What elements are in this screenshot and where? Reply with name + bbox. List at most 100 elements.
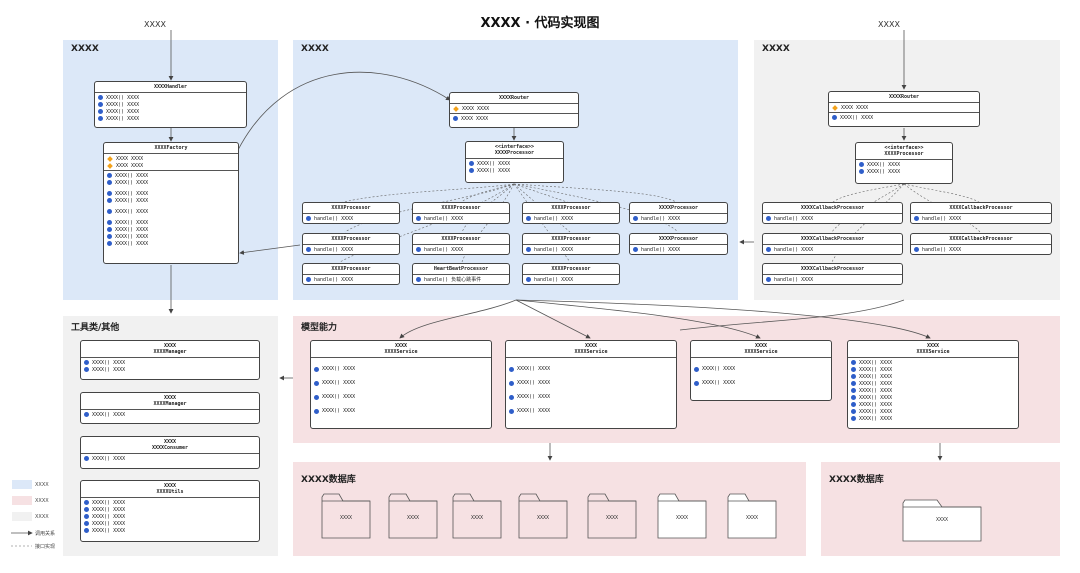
mid-router-field: XXXX XXXX bbox=[462, 105, 490, 112]
method-icon bbox=[914, 247, 919, 252]
method-icon bbox=[832, 115, 837, 120]
right-interface-method: XXXX() XXXX bbox=[867, 168, 901, 175]
method-icon bbox=[694, 366, 699, 372]
arrow-right-models bbox=[679, 299, 905, 331]
factory-method: XXXX() XXXX bbox=[107, 190, 235, 197]
factory-title: XXXXFactory bbox=[104, 143, 238, 154]
mid-router-title: XXXXRouter bbox=[450, 93, 578, 104]
legend-label-impl: 接口实现 bbox=[35, 544, 56, 550]
handler-method: XXXX() XXXX bbox=[98, 108, 243, 115]
method-icon bbox=[766, 216, 771, 221]
factory-method: XXXX() XXXX bbox=[107, 226, 235, 233]
method-icon bbox=[509, 394, 514, 400]
right-interface-class: <<interface>>XXXXProcessor XXXX() XXXX X… bbox=[855, 142, 953, 184]
impl-line-mid-1 bbox=[339, 183, 515, 204]
factory-method: XXXX() XXXX bbox=[107, 233, 235, 240]
region-db2-title: XXXX数据库 bbox=[829, 475, 884, 485]
arrow-mid-models-2 bbox=[515, 299, 591, 339]
method-icon bbox=[851, 367, 856, 372]
legend-label-pink: XXXX bbox=[35, 498, 49, 504]
handler-class: XXXXHandler XXXX() XXXX XXXX() XXXX XXXX… bbox=[94, 81, 247, 128]
method-icon bbox=[914, 216, 919, 221]
factory-field: XXXX XXXX bbox=[107, 162, 235, 169]
method-icon bbox=[107, 241, 112, 246]
mid-interface-stereotype: <<interface>> bbox=[494, 144, 535, 150]
impl-line-right-5 bbox=[831, 183, 905, 263]
method-icon bbox=[766, 277, 771, 282]
method-icon bbox=[107, 234, 112, 239]
factory-method: XXXX() XXXX bbox=[107, 179, 235, 186]
db-folder-icon: XXXX bbox=[727, 491, 777, 539]
method-icon bbox=[84, 521, 89, 526]
impl-line-mid-2 bbox=[459, 183, 515, 204]
impl-line-mid-10 bbox=[461, 183, 515, 263]
method-icon bbox=[98, 95, 103, 100]
method-icon bbox=[851, 388, 856, 393]
arrow-mid-models-1 bbox=[399, 299, 517, 339]
field-icon bbox=[107, 155, 113, 162]
method-icon bbox=[107, 209, 112, 214]
arrow-mid-models-4 bbox=[515, 299, 931, 339]
factory-method: XXXX() XXXX bbox=[107, 197, 235, 204]
method-icon bbox=[98, 116, 103, 121]
mid-interface-title: XXXXProcessor bbox=[494, 150, 535, 156]
method-icon bbox=[416, 247, 421, 252]
region-models-title: 模型能力 bbox=[301, 323, 338, 333]
method-icon bbox=[526, 216, 531, 221]
region-left-title: XXXX bbox=[71, 44, 99, 54]
diagram-title: XXXX · 代码实现图 bbox=[480, 16, 600, 31]
factory-field: XXXX XXXX bbox=[107, 155, 235, 162]
method-icon bbox=[851, 402, 856, 407]
mid-interface-method: XXXX() XXXX bbox=[477, 167, 511, 174]
method-icon bbox=[851, 409, 856, 414]
method-icon bbox=[509, 408, 514, 414]
db-folder-icon: XXXX bbox=[321, 491, 371, 539]
method-icon bbox=[633, 247, 638, 252]
method-icon bbox=[469, 168, 474, 173]
method-icon bbox=[633, 216, 638, 221]
region-db1-title: XXXX数据库 bbox=[301, 475, 356, 485]
method-icon bbox=[98, 109, 103, 114]
method-icon bbox=[84, 500, 89, 505]
method-icon bbox=[416, 216, 421, 221]
right-interface-title: XXXXProcessor bbox=[884, 151, 924, 157]
legend-swatch-blue bbox=[12, 480, 32, 489]
method-icon bbox=[314, 408, 319, 414]
method-icon bbox=[107, 180, 112, 185]
field-icon bbox=[453, 105, 459, 112]
method-icon bbox=[851, 416, 856, 421]
legend-label-blue: XXXX bbox=[35, 482, 49, 488]
factory-method: XXXX() XXXX bbox=[107, 208, 235, 215]
method-icon bbox=[84, 360, 89, 365]
right-router-field: XXXX XXXX bbox=[841, 104, 869, 111]
mid-router-method: XXXX XXXX bbox=[461, 115, 489, 122]
method-icon bbox=[416, 277, 421, 282]
method-icon bbox=[694, 380, 699, 386]
left-input-label: XXXX bbox=[144, 20, 166, 29]
method-icon bbox=[84, 367, 89, 372]
method-icon bbox=[469, 161, 474, 166]
handler-method: XXXX() XXXX bbox=[98, 115, 243, 122]
method-icon bbox=[98, 102, 103, 107]
method-icon bbox=[314, 394, 319, 400]
method-icon bbox=[526, 277, 531, 282]
method-icon bbox=[107, 173, 112, 178]
right-router-class: XXXXRouter XXXX XXXX XXXX() XXXX bbox=[828, 91, 980, 127]
mid-router-class: XXXXRouter XXXX XXXX XXXX XXXX bbox=[449, 92, 579, 128]
right-router-title: XXXXRouter bbox=[829, 92, 979, 103]
factory-method: XXXX() XXXX bbox=[107, 219, 235, 226]
